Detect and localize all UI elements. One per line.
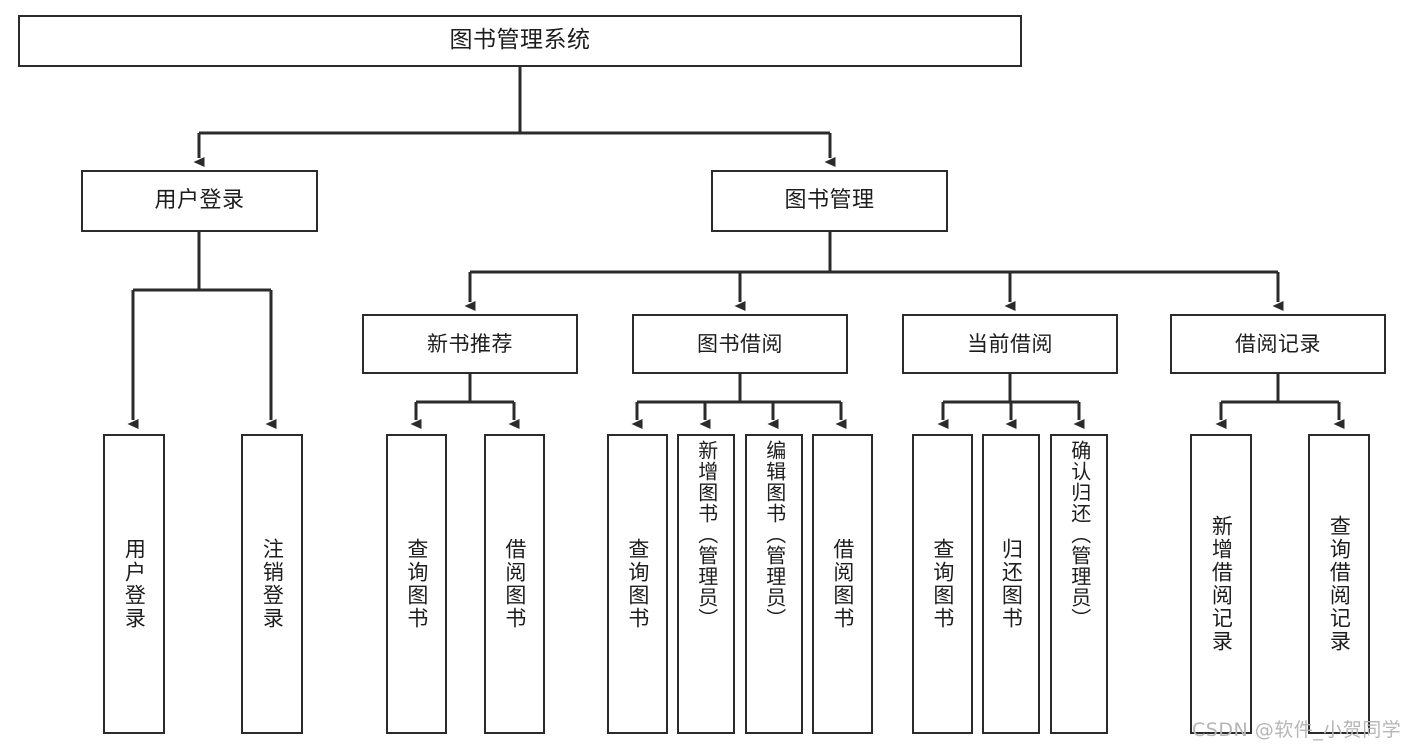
- node-root-system[interactable]: 图书管理系统: [18, 15, 1022, 67]
- node-label: 借阅图书: [502, 538, 527, 630]
- node-label: 查询图书: [625, 538, 650, 630]
- leaf-add-borrow-record[interactable]: 新增借阅记录: [1190, 434, 1252, 734]
- node-label: 图书借阅: [697, 331, 783, 356]
- leaf-query-borrow-record[interactable]: 查询借阅记录: [1308, 434, 1370, 734]
- node-label: 注销登录: [260, 538, 285, 630]
- leaf-query-book-borrow[interactable]: 查询图书: [607, 434, 668, 734]
- node-label: 新书推荐: [427, 331, 513, 356]
- node-label: 用户登录: [122, 538, 147, 630]
- leaf-user-logout[interactable]: 注销登录: [241, 434, 303, 734]
- node-book-borrow[interactable]: 图书借阅: [632, 314, 848, 374]
- csdn-watermark: CSDN @软件_小贺同学: [1192, 719, 1402, 741]
- leaf-user-login[interactable]: 用户登录: [103, 434, 165, 734]
- leaf-query-book-recommend[interactable]: 查询图书: [386, 434, 447, 734]
- node-label: 借阅记录: [1235, 331, 1321, 356]
- node-label: 归还图书: [999, 538, 1024, 630]
- node-label: 图书管理系统: [449, 27, 591, 54]
- node-label: 查询图书: [930, 538, 955, 630]
- leaf-borrow-book[interactable]: 借阅图书: [812, 434, 873, 734]
- node-book-management[interactable]: 图书管理: [711, 170, 948, 232]
- node-label: 确认归还（管理员）: [1067, 440, 1092, 629]
- node-label: 用户登录: [154, 188, 245, 214]
- leaf-edit-book-admin[interactable]: 编辑图书（管理员）: [745, 434, 803, 734]
- node-label: 图书管理: [784, 188, 875, 214]
- node-label: 新增图书（管理员）: [694, 440, 719, 629]
- node-label: 借阅图书: [830, 538, 855, 630]
- node-label: 查询图书: [404, 538, 429, 630]
- leaf-borrow-book-recommend[interactable]: 借阅图书: [484, 434, 545, 734]
- node-label: 编辑图书（管理员）: [762, 440, 787, 629]
- leaf-confirm-return-admin[interactable]: 确认归还（管理员）: [1050, 434, 1108, 734]
- node-label: 新增借阅记录: [1209, 515, 1234, 653]
- leaf-add-book-admin[interactable]: 新增图书（管理员）: [677, 434, 735, 734]
- node-label: 查询借阅记录: [1327, 515, 1352, 653]
- node-user-login[interactable]: 用户登录: [81, 170, 318, 232]
- node-new-book-recommend[interactable]: 新书推荐: [362, 314, 578, 374]
- leaf-query-book-current[interactable]: 查询图书: [912, 434, 973, 734]
- leaf-return-book[interactable]: 归还图书: [982, 434, 1040, 734]
- node-borrow-record[interactable]: 借阅记录: [1170, 314, 1386, 374]
- node-label: 当前借阅: [967, 331, 1053, 356]
- node-current-borrow[interactable]: 当前借阅: [902, 314, 1118, 374]
